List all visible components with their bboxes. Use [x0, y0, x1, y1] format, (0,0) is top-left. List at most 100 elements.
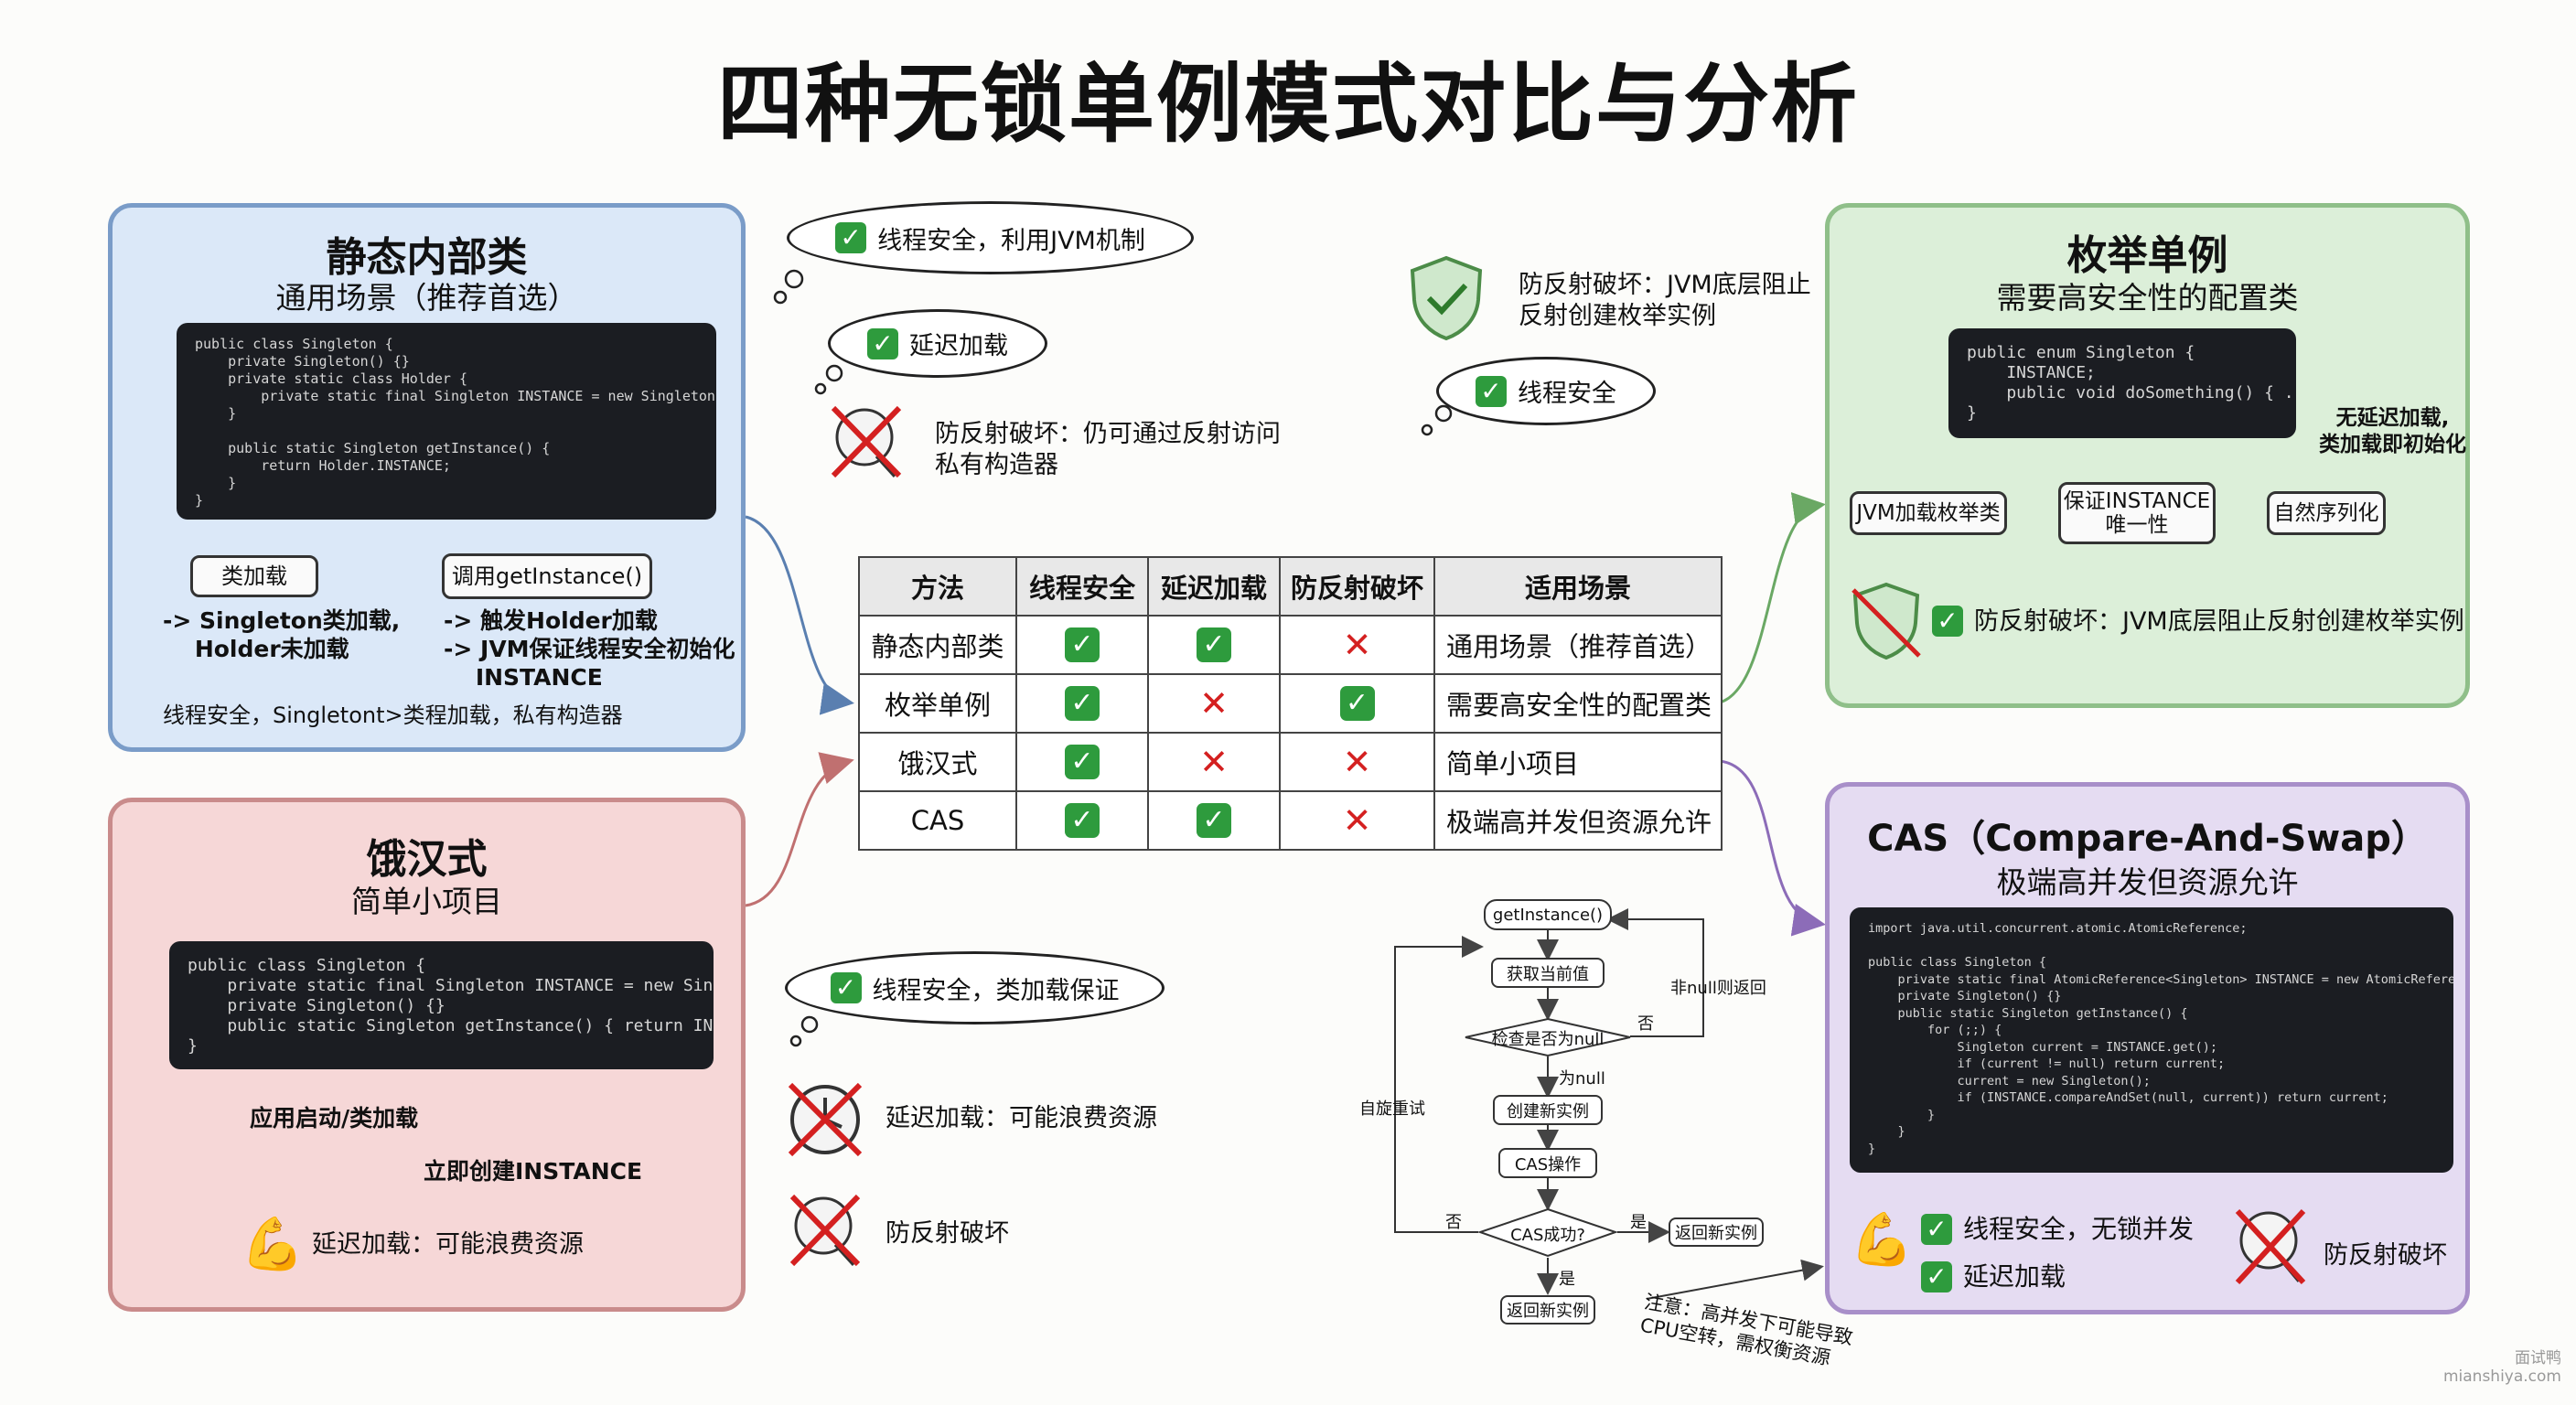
static-lazy-text: 延迟加载 [909, 332, 1008, 360]
cas-safe-line: ✓ 线程安全，无锁并发 [1921, 1209, 2194, 1246]
enum-flow-step-3: 自然序列化 [2267, 491, 2386, 535]
muscle-icon: 💪 [1850, 1210, 1914, 1270]
row-scenario: 简单小项目 [1433, 732, 1723, 792]
flow-return-new-2: 返回新实例 [1500, 1295, 1595, 1325]
arrow-blue-to-table [745, 515, 854, 715]
static-reflection-note: 防反射破坏：仍可通过反射访问 私有构造器 [935, 420, 1281, 479]
flow-check-null-label: 检查是否为null [1491, 1030, 1605, 1049]
row-lazy: ✕ [1147, 673, 1281, 734]
flow-cas-ok-diamond: CAS成功? [1478, 1207, 1617, 1258]
comparison-table: 方法 线程安全 延迟加载 防反射破坏 适用场景 静态内部类✓✓✕通用场景（推荐首… [858, 556, 1723, 851]
flow-no-label: 否 [1637, 1014, 1654, 1034]
enum-subtitle: 需要高安全性的配置类 [1996, 280, 2299, 316]
cas-safe-text: 线程安全，无锁并发 [1963, 1214, 2195, 1244]
eager-safe-text: 线程安全，类加载保证 [872, 976, 1120, 1005]
page-title: 四种无锁单例模式对比与分析 [716, 55, 1859, 155]
cross-icon: ✕ [1342, 800, 1372, 841]
cross-icon: ✕ [1342, 625, 1372, 665]
watermark: 面试鸭 mianshiya.com [2442, 1349, 2561, 1386]
arrow-table-to-purple [1719, 759, 1826, 937]
check-icon: ✓ [1921, 1214, 1952, 1245]
cross-icon: ✕ [1342, 742, 1372, 782]
static-inner-code: public class Singleton { private Singlet… [177, 323, 716, 520]
row-reflection: ✕ [1279, 615, 1435, 675]
flow-check-null-diamond: 检查是否为null [1464, 1017, 1632, 1057]
eager-lazy-note: 延迟加载：可能浪费资源 [886, 1104, 1157, 1132]
flow-spin-label: 自旋重试 [1359, 1099, 1425, 1119]
cross-icon: ✕ [1199, 742, 1229, 782]
arrow-table-to-green [1719, 492, 1826, 704]
flow-not-null-label: 非null则返回 [1670, 979, 1766, 998]
enum-safe-text: 线程安全 [1518, 380, 1616, 408]
eager-safe-bubble: ✓ 线程安全，类加载保证 [785, 951, 1165, 1024]
static-inner-subtitle: 通用场景（推荐首选） [275, 280, 578, 316]
timeline-create-label: 立即创建INSTANCE [424, 1158, 643, 1185]
eager-reflection-note: 防反射破坏 [886, 1219, 1009, 1248]
check-icon: ✓ [1339, 686, 1375, 721]
cas-lazy-line: ✓ 延迟加载 [1921, 1257, 2066, 1293]
get-instance-note: -> 触发Holder加载 -> JVM保证线程安全初始化 INSTANCE [444, 607, 735, 691]
cas-title: CAS（Compare-And-Swap） [1867, 818, 2428, 860]
enum-side-note: 无延迟加载, 类加载即初始化 [2319, 406, 2466, 456]
row-lazy: ✓ [1147, 615, 1281, 675]
header-method: 方法 [858, 556, 1017, 617]
check-icon: ✓ [1197, 627, 1231, 662]
muscle-icon: 💪 [241, 1215, 305, 1274]
eager-title: 饿汉式 [366, 836, 488, 883]
flow-start: getInstance() [1484, 899, 1612, 930]
enum-panel: 枚举单例 需要高安全性的配置类 public enum Singleton { … [1825, 203, 2470, 708]
check-icon: ✓ [1921, 1261, 1952, 1292]
enum-footer-text: 防反射破坏：JVM底层阻止反射创建枚举实例 [1974, 607, 2464, 636]
class-load-step: 类加载 [190, 555, 318, 597]
enum-flow-step-2: 保证INSTANCE 唯一性 [2058, 482, 2216, 544]
header-reflection: 防反射破坏 [1279, 556, 1435, 617]
broken-mirror-icon [787, 1191, 865, 1270]
flow-cas-op: CAS操作 [1498, 1148, 1597, 1178]
header-thread-safe: 线程安全 [1015, 556, 1149, 617]
row-reflection: ✕ [1279, 790, 1435, 851]
static-inner-panel: 静态内部类 通用场景（推荐首选） public class Singleton … [108, 203, 746, 752]
eager-panel: 饿汉式 简单小项目 public class Singleton { priva… [108, 798, 746, 1312]
flow-get-value: 获取当前值 [1491, 958, 1605, 988]
clock-cross-icon [785, 1079, 865, 1160]
row-scenario: 通用场景（推荐首选） [1433, 615, 1723, 675]
check-icon: ✓ [835, 222, 867, 253]
cas-panel: CAS（Compare-And-Swap） 极端高并发但资源允许 import … [1825, 782, 2470, 1314]
row-method: 枚举单例 [858, 673, 1017, 734]
check-icon: ✓ [830, 972, 862, 1003]
flow-create: 创建新实例 [1493, 1095, 1603, 1125]
cas-lazy-text: 延迟加载 [1963, 1261, 2066, 1292]
static-safe-bubble: ✓ 线程安全，利用JVM机制 [787, 201, 1194, 274]
check-icon: ✓ [1932, 606, 1963, 637]
table-row: 静态内部类✓✓✕通用场景（推荐首选） [858, 615, 1723, 675]
row-thread-safe: ✓ [1015, 732, 1149, 792]
eager-code: public class Singleton { private static … [169, 941, 714, 1069]
enum-code: public enum Singleton { INSTANCE; public… [1948, 328, 2296, 438]
row-method: CAS [858, 790, 1017, 851]
flow-cas-ok-label: CAS成功? [1510, 1226, 1585, 1245]
static-inner-title: 静态内部类 [326, 234, 528, 281]
broken-mirror-icon [2232, 1206, 2311, 1288]
check-icon: ✓ [1197, 803, 1231, 838]
get-instance-step: 调用getInstance() [442, 553, 652, 599]
static-lazy-bubble: ✓延迟加载 [828, 309, 1047, 378]
cas-subtitle: 极端高并发但资源允许 [1996, 864, 2299, 900]
broken-mirror-icon [828, 402, 907, 481]
header-scenario: 适用场景 [1433, 556, 1723, 617]
arrow-red-to-table [745, 752, 854, 907]
timeline-start-label: 应用启动/类加载 [250, 1105, 419, 1132]
static-safe-text: 线程安全，利用JVM机制 [877, 226, 1145, 255]
flow-is-null-label: 为null [1559, 1069, 1605, 1089]
table-header-row: 方法 线程安全 延迟加载 防反射破坏 适用场景 [858, 556, 1723, 617]
cas-code: import java.util.concurrent.atomic.Atomi… [1850, 907, 2453, 1173]
enum-flow-step-1: JVM加载枚举类 [1850, 491, 2007, 535]
row-lazy: ✓ [1147, 790, 1281, 851]
enum-shield-note: 防反射破坏：JVM底层阻止 反射创建枚举实例 [1519, 271, 1811, 330]
row-reflection: ✓ [1279, 673, 1435, 734]
eager-subtitle: 简单小项目 [351, 884, 502, 919]
row-thread-safe: ✓ [1015, 790, 1149, 851]
cross-icon: ✕ [1199, 683, 1229, 724]
row-scenario: 需要高安全性的配置类 [1433, 673, 1723, 734]
cas-reflect-text: 防反射破坏 [2324, 1241, 2447, 1270]
enum-footer: ✓ 防反射破坏：JVM底层阻止反射创建枚举实例 [1932, 601, 2464, 637]
